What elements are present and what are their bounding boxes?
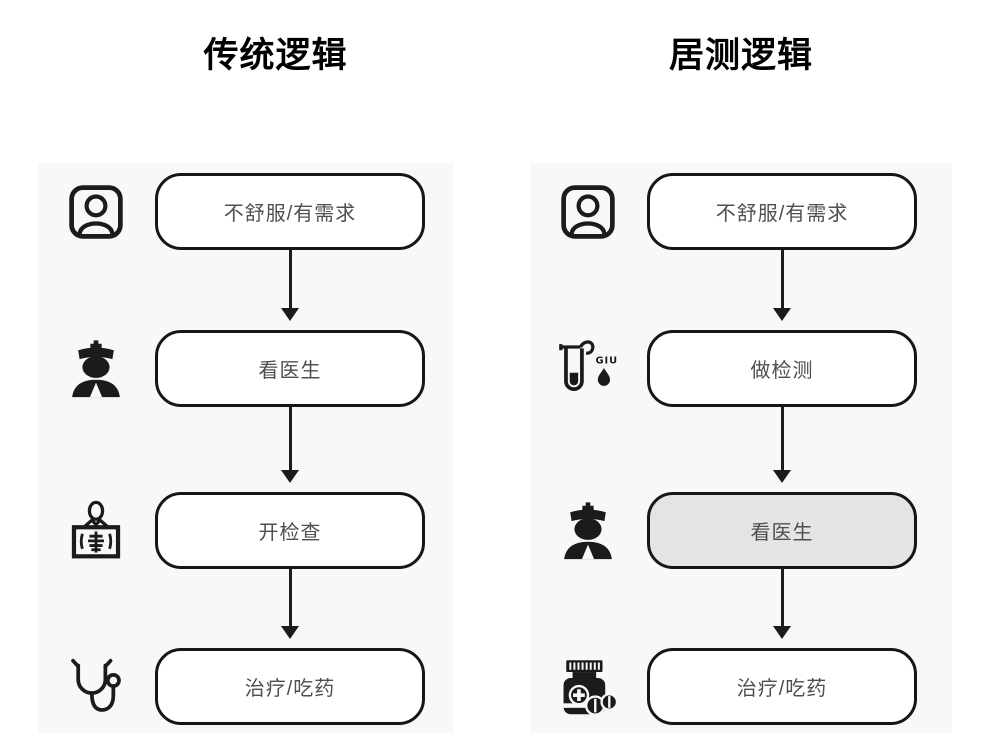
- step-label: 开检查: [258, 522, 322, 544]
- arrow-line: [288, 250, 292, 308]
- flow-arrow-down: [280, 250, 300, 330]
- step-discomfort: 不舒服/有需求: [530, 173, 952, 250]
- arrow-head: [773, 626, 791, 639]
- flow-arrow-down: [280, 407, 300, 492]
- step-treatment-box: 治疗/吃药: [155, 648, 425, 725]
- arrow-head: [773, 308, 791, 321]
- arrow-head: [773, 470, 791, 483]
- arrow-line: [288, 407, 292, 470]
- step-label: 看医生: [750, 522, 814, 544]
- medicine-bottle-icon: [557, 656, 619, 718]
- test-tube-icon: GIU: [557, 338, 619, 400]
- step-do-test-box: 做检测: [647, 330, 917, 407]
- arrow-line: [780, 250, 784, 308]
- step-treatment-box: 治疗/吃药: [647, 648, 917, 725]
- step-discomfort-box: 不舒服/有需求: [155, 173, 425, 250]
- step-label: 治疗/吃药: [244, 678, 336, 700]
- step-see-doctor-box: 看医生: [647, 492, 917, 569]
- traditional-logic-title: 传统逻辑: [203, 36, 348, 75]
- home-test-logic-title: 居测逻辑: [668, 36, 813, 75]
- flow-arrow-down: [772, 569, 792, 648]
- step-label: 不舒服/有需求: [715, 203, 849, 225]
- patient-icon: [557, 181, 619, 243]
- step-see-doctor-box: 看医生: [155, 330, 425, 407]
- test-tube-giu-text: GIU: [596, 355, 619, 366]
- xray-icon: [65, 500, 127, 562]
- step-do-test: GIU 做检测: [530, 330, 952, 407]
- step-label: 不舒服/有需求: [223, 203, 357, 225]
- traditional-flow-panel: 不舒服/有需求 看医生: [38, 163, 453, 733]
- step-treatment: 治疗/吃药: [38, 648, 453, 725]
- step-see-doctor: 看医生: [530, 492, 952, 569]
- arrow-line: [780, 407, 784, 470]
- step-order-tests-box: 开检查: [155, 492, 425, 569]
- arrow-head: [281, 308, 299, 321]
- step-label: 看医生: [258, 360, 322, 382]
- step-see-doctor: 看医生: [38, 330, 453, 407]
- step-discomfort: 不舒服/有需求: [38, 173, 453, 250]
- flow-arrow-down: [280, 569, 300, 648]
- step-label: 做检测: [750, 360, 814, 382]
- flow-arrow-down: [772, 407, 792, 492]
- arrow-line: [288, 569, 292, 626]
- step-order-tests: 开检查: [38, 492, 453, 569]
- arrow-head: [281, 626, 299, 639]
- step-treatment: 治疗/吃药: [530, 648, 952, 725]
- doctor-icon: [557, 500, 619, 562]
- step-discomfort-box: 不舒服/有需求: [647, 173, 917, 250]
- arrow-head: [281, 470, 299, 483]
- step-label: 治疗/吃药: [736, 678, 828, 700]
- stethoscope-icon: [65, 656, 127, 718]
- arrow-line: [780, 569, 784, 626]
- patient-icon: [65, 181, 127, 243]
- home-test-flow-panel: 不舒服/有需求 GIU 做检测: [530, 163, 952, 733]
- flow-arrow-down: [772, 250, 792, 330]
- doctor-icon: [65, 338, 127, 400]
